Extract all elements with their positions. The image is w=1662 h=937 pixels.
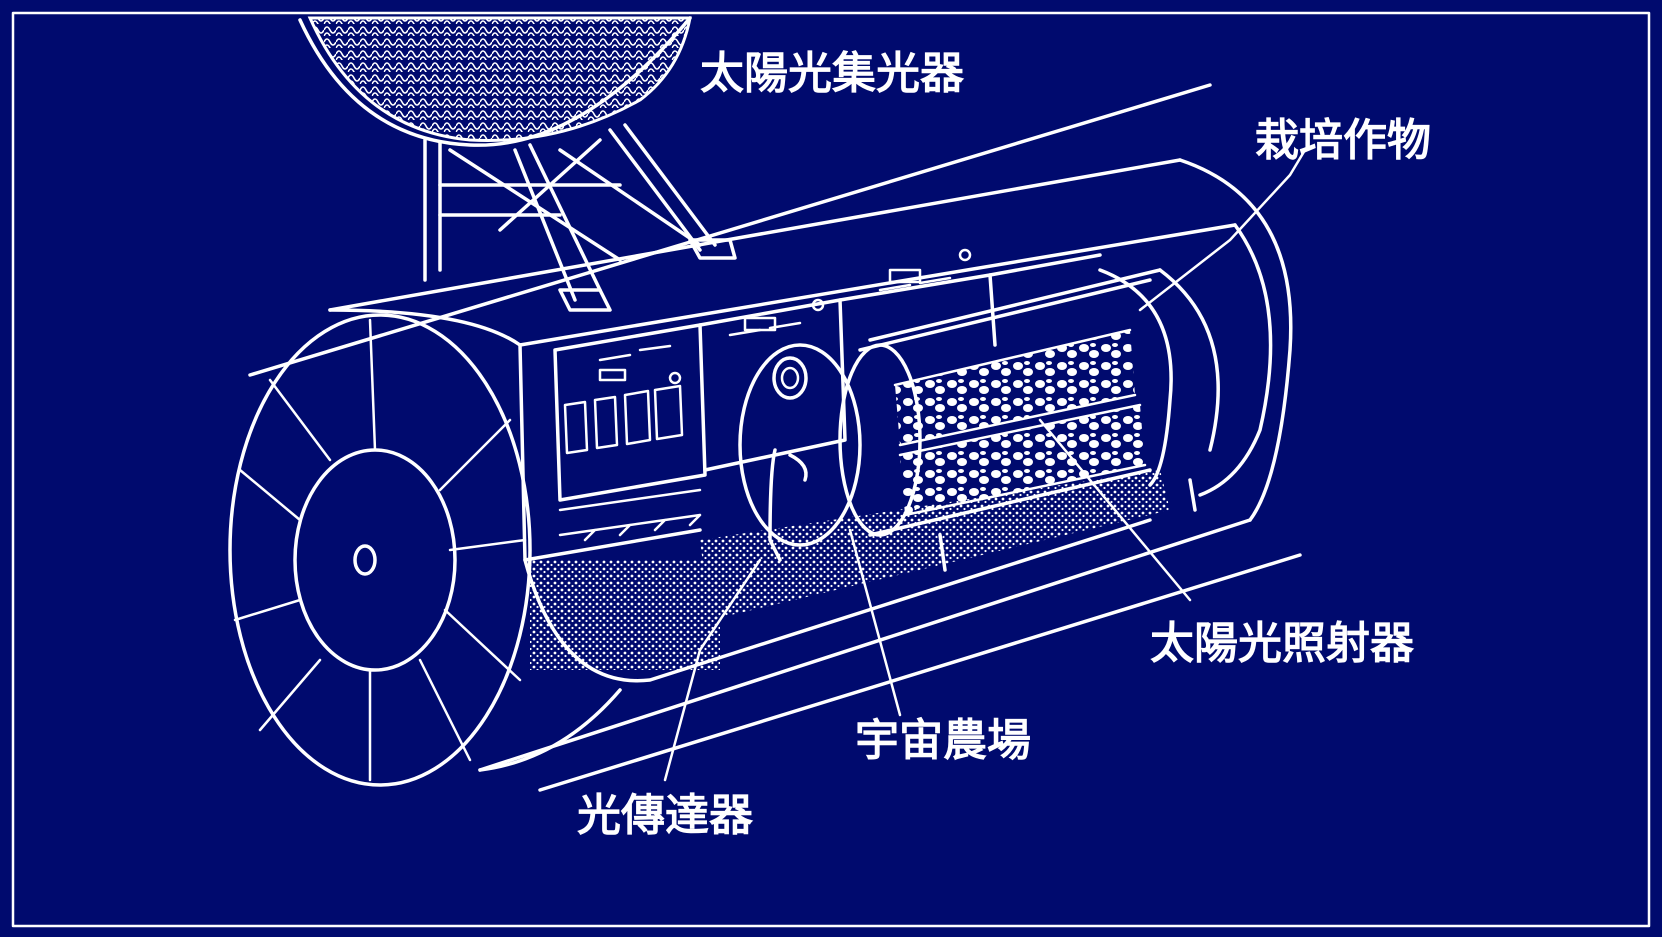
guide-line-top <box>248 83 1212 377</box>
leader-crops <box>1138 148 1307 312</box>
leader-space-farm <box>848 528 902 717</box>
guide-line-bottom <box>538 553 1302 792</box>
farm-module <box>228 158 1293 787</box>
leader-transmitter <box>663 558 762 782</box>
label-light-transmitter: 光傳達器 <box>577 790 754 841</box>
solar-collector <box>298 16 737 312</box>
leader-irradiator <box>1038 418 1192 602</box>
outer-frame <box>11 11 1651 928</box>
label-solar-collector: 太陽光集光器 <box>700 48 965 99</box>
label-crops: 栽培作物 <box>1255 115 1431 166</box>
label-solar-irradiator: 太陽光照射器 <box>1150 618 1415 669</box>
label-space-farm: 宇宙農場 <box>855 715 1031 766</box>
